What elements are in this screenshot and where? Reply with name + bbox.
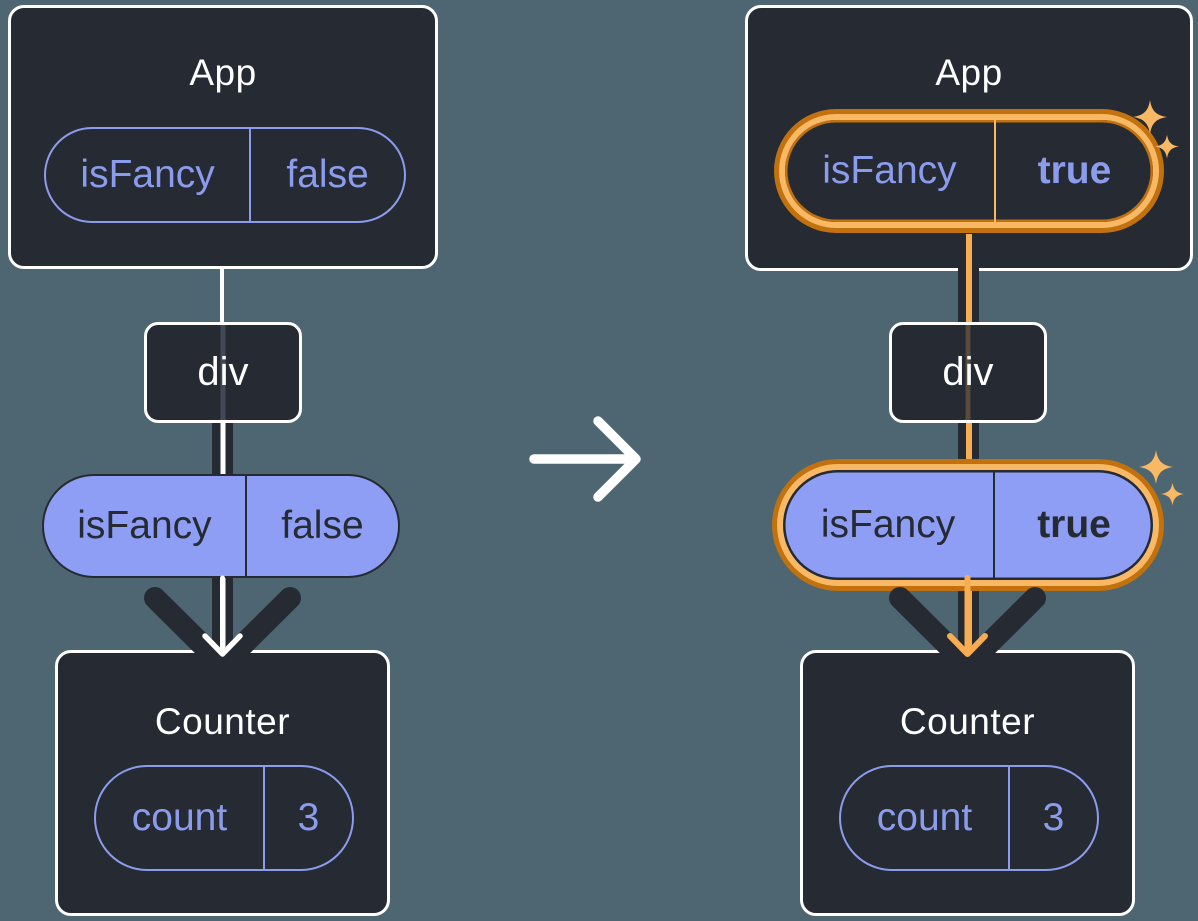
sparkle-icon (1161, 482, 1184, 506)
prop-name: isFancy (820, 503, 956, 546)
component-title: App (189, 52, 257, 93)
sparkle-icon (1155, 134, 1179, 159)
counter-component-box-after: Counter count 3 (800, 650, 1135, 916)
prop-name: isFancy (77, 504, 212, 547)
sparkle-icon (1133, 100, 1167, 134)
state-pill-before: isFancy false (44, 127, 406, 223)
state-name: isFancy (822, 149, 957, 192)
highlighted-state-pill: isFancy true (779, 114, 1159, 228)
counter-state-pill: count 3 (839, 765, 1099, 871)
highlighted-passed-prop-pill: isFancy true (777, 464, 1159, 586)
state-value: 3 (1008, 767, 1097, 869)
div-label: div (197, 350, 249, 394)
sparkle-icon (1139, 450, 1173, 484)
counter-component-box-before: Counter count 3 (55, 650, 390, 916)
right-arrow-icon (529, 416, 641, 502)
state-name: count (876, 796, 973, 839)
flow-arrowhead-icon (889, 575, 1046, 676)
div-label: div (942, 350, 994, 394)
app-component-box-after: App isFancy true (745, 5, 1193, 271)
state-name: isFancy (80, 153, 215, 196)
component-title: Counter (899, 701, 1036, 742)
component-title: App (935, 52, 1003, 93)
state-value: 3 (263, 767, 352, 869)
flow-arrowhead-icon (144, 575, 301, 676)
counter-state-pill: count 3 (94, 765, 354, 871)
state-name: count (131, 796, 228, 839)
component-title: Counter (154, 701, 291, 742)
prop-value: true (993, 470, 1153, 580)
tree-edge-line (220, 266, 224, 324)
state-value: true (993, 120, 1153, 222)
state-value: false (249, 129, 404, 221)
app-component-box-before: App isFancy false (8, 5, 438, 269)
div-node-before: div (144, 322, 302, 423)
prop-value: false (244, 476, 398, 576)
passed-prop-pill-before: isFancy false (42, 474, 400, 578)
div-node-after: div (889, 322, 1047, 423)
